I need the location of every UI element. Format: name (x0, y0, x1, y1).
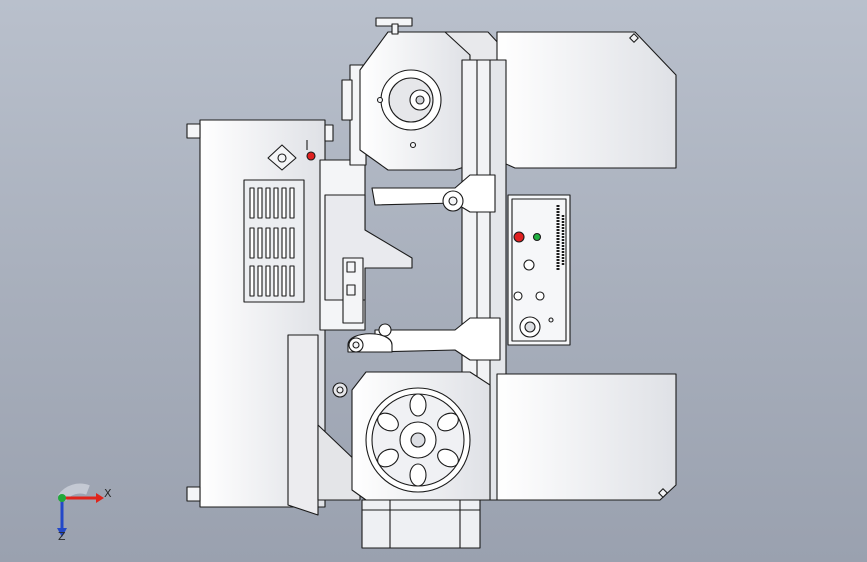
lower-door (287, 334, 361, 516)
base-cabinet (186, 119, 334, 508)
x-axis-head (96, 493, 104, 503)
x-axis-label: X (104, 487, 112, 500)
lower-guard-door (496, 373, 677, 501)
power-indicator (532, 232, 542, 242)
control-panel[interactable] (507, 194, 571, 346)
emergency-stop-button[interactable] (513, 231, 525, 243)
y-axis-point (58, 494, 66, 502)
start-button[interactable] (523, 259, 535, 271)
z-axis-head (57, 528, 67, 537)
saw-column (319, 64, 413, 331)
switch-button-2[interactable] (535, 291, 545, 301)
z-axis-label: Z (58, 530, 66, 543)
lower-wheel-housing (332, 371, 491, 501)
switch-button-1[interactable] (513, 291, 523, 301)
coordinate-triad (44, 480, 124, 550)
upper-guard-door (496, 31, 677, 169)
indicator-light (306, 151, 316, 161)
drive-motor (361, 499, 481, 549)
blade-guide-arms (347, 174, 501, 361)
